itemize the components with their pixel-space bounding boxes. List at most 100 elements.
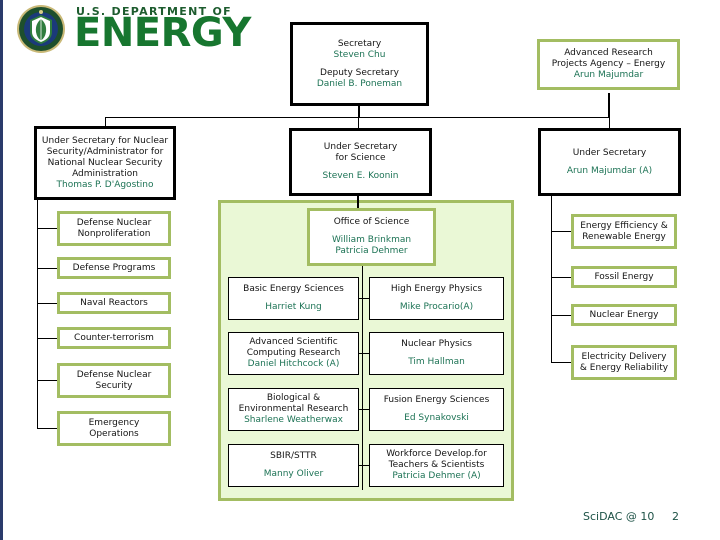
connector-energy-spine — [551, 196, 552, 363]
footer-page-number: 2 — [672, 510, 679, 523]
nnsa-office-1-line0: Defense Programs — [72, 262, 156, 273]
arpa-e-title-line1: Advanced Research — [564, 48, 653, 58]
nnsa-office-3[interactable]: Counter-terrorism — [57, 327, 171, 349]
us-science-title-line2: for Science — [335, 153, 386, 163]
connector-science-stem — [357, 196, 359, 209]
connector-nnsa-stub-5 — [37, 428, 58, 429]
secretary-title: Secretary — [337, 38, 382, 49]
secretary-box[interactable]: Secretary Steven Chu Deputy Secretary Da… — [290, 22, 429, 106]
us-science-title-line1: Under Secretary — [323, 142, 398, 152]
energy-office-3-line1: & Energy Reliability — [579, 362, 669, 373]
nnsa-office-4[interactable]: Defense Nuclear Security — [57, 363, 171, 398]
energy-office-2[interactable]: Nuclear Energy — [571, 304, 677, 326]
energy-office-3-line0: Electricity Delivery — [581, 351, 667, 362]
connector-drop-science — [358, 117, 359, 129]
nnsa-office-2[interactable]: Naval Reactors — [57, 292, 171, 314]
nnsa-title-line1: Under Secretary for Nuclear — [41, 135, 169, 146]
science-program-5-title0: Fusion Energy Sciences — [383, 395, 490, 405]
nnsa-office-3-line0: Counter-terrorism — [74, 332, 154, 343]
connector-nnsa-stub-4 — [37, 380, 58, 381]
science-program-0[interactable]: Basic Energy Sciences Harriet Kung — [228, 277, 359, 320]
energy-office-0[interactable]: Energy Efficiency & Renewable Energy — [571, 214, 677, 249]
arpa-e-title-line2: Projects Agency – Energy — [551, 59, 666, 69]
doe-logo: U.S. DEPARTMENT OF ENERGY — [16, 2, 276, 56]
science-program-5[interactable]: Fusion Energy Sciences Ed Synakovski — [369, 388, 504, 431]
us-science-name: Steven E. Koonin — [322, 171, 399, 181]
office-of-science-box[interactable]: Office of Science William Brinkman Patri… — [307, 208, 436, 266]
science-program-3-title0: Nuclear Physics — [401, 339, 472, 349]
science-program-2-title0: Advanced Scientific — [249, 337, 338, 347]
science-program-3-name: Tim Hallman — [408, 357, 465, 367]
science-program-0-name: Harriet Kung — [265, 302, 322, 312]
nnsa-office-0-line0: Defense Nuclear — [76, 217, 152, 228]
arpa-e-name: Arun Majumdar — [573, 70, 644, 80]
science-program-2-title1: Computing Research — [246, 348, 341, 358]
connector-science-row-2 — [355, 409, 369, 410]
connector-arpae-stem — [608, 93, 610, 118]
connector-drop-nnsa — [105, 117, 106, 129]
science-program-7-title1: Teachers & Scientists — [388, 460, 485, 470]
under-secretary-energy-box[interactable]: Under Secretary Arun Majumdar (A) — [538, 128, 681, 196]
energy-office-1[interactable]: Fossil Energy — [571, 266, 677, 288]
deputy-secretary-title: Deputy Secretary — [320, 67, 399, 78]
nnsa-office-1[interactable]: Defense Programs — [57, 257, 171, 279]
science-program-0-title0: Basic Energy Sciences — [243, 284, 344, 294]
connector-secretary-stem — [358, 106, 360, 118]
science-program-5-name: Ed Synakovski — [404, 413, 469, 423]
science-program-6-name: Manny Oliver — [263, 469, 324, 479]
science-program-7-name: Patricia Dehmer (A) — [392, 471, 481, 481]
science-program-4[interactable]: Biological & Environmental Research Shar… — [228, 388, 359, 431]
department-line: U.S. DEPARTMENT OF — [76, 5, 232, 18]
nnsa-office-5-line1: Operations — [89, 428, 139, 439]
office-of-science-name-2: Patricia Dehmer — [335, 246, 408, 256]
science-program-4-title1: Environmental Research — [238, 404, 349, 414]
deputy-secretary-name: Daniel B. Poneman — [316, 78, 403, 89]
science-program-4-title0: Biological & — [266, 393, 321, 403]
science-program-6-title0: SBIR/STTR — [270, 451, 317, 461]
science-program-1[interactable]: High Energy Physics Mike Procario(A) — [369, 277, 504, 320]
left-edge-band — [0, 0, 3, 540]
science-program-1-title0: High Energy Physics — [390, 284, 483, 294]
arpa-e-box[interactable]: Advanced Research Projects Agency – Ener… — [537, 39, 680, 90]
energy-wordmark: ENERGY — [74, 10, 251, 56]
connector-main-bus — [105, 117, 610, 118]
science-program-6[interactable]: SBIR/STTR Manny Oliver — [228, 444, 359, 487]
science-program-2[interactable]: Advanced Scientific Computing Research D… — [228, 332, 359, 375]
science-program-7[interactable]: Workforce Develop.for Teachers & Scienti… — [369, 444, 504, 487]
doe-seal-icon — [17, 5, 65, 53]
connector-science-spine — [362, 266, 363, 490]
office-of-science-name-1: William Brinkman — [331, 235, 412, 245]
connector-nnsa-stub-1 — [37, 268, 58, 269]
us-energy-name: Arun Majumdar (A) — [566, 165, 653, 176]
science-program-3[interactable]: Nuclear Physics Tim Hallman — [369, 332, 504, 375]
us-energy-title-line1: Under Secretary — [572, 147, 647, 158]
secretary-name: Steven Chu — [333, 49, 386, 60]
footer-conference-label: SciDAC @ 10 — [583, 510, 655, 523]
nnsa-office-0[interactable]: Defense Nuclear Nonproliferation — [57, 211, 171, 246]
nnsa-office-2-line0: Naval Reactors — [80, 297, 148, 308]
connector-energy-stub-2 — [551, 315, 572, 316]
connector-nnsa-stub-2 — [37, 303, 58, 304]
nnsa-title-line4: Administration — [72, 168, 138, 179]
connector-energy-stub-3 — [551, 362, 572, 363]
connector-science-row-0 — [355, 298, 369, 299]
energy-office-2-line0: Nuclear Energy — [589, 309, 659, 320]
connector-energy-stub-1 — [551, 277, 572, 278]
science-program-4-name: Sharlene Weatherwax — [244, 415, 343, 425]
connector-science-row-3 — [355, 465, 369, 466]
science-program-7-title0: Workforce Develop.for — [386, 449, 487, 459]
connector-science-row-1 — [355, 353, 369, 354]
nnsa-office-5[interactable]: Emergency Operations — [57, 411, 171, 446]
connector-nnsa-spine — [37, 200, 38, 429]
under-secretary-science-box[interactable]: Under Secretary for Science Steven E. Ko… — [289, 128, 432, 196]
energy-office-0-line0: Energy Efficiency & — [580, 220, 668, 231]
science-program-1-name: Mike Procario(A) — [399, 302, 474, 312]
energy-office-0-line1: Renewable Energy — [582, 231, 666, 242]
connector-nnsa-stub-3 — [37, 338, 58, 339]
under-secretary-nnsa-box[interactable]: Under Secretary for Nuclear Security/Adm… — [34, 126, 176, 200]
energy-office-3[interactable]: Electricity Delivery & Energy Reliabilit… — [571, 345, 677, 380]
nnsa-title-line3: National Nuclear Security — [47, 157, 163, 168]
nnsa-office-5-line0: Emergency — [88, 417, 140, 428]
science-program-2-name: Daniel Hitchcock (A) — [247, 359, 340, 369]
